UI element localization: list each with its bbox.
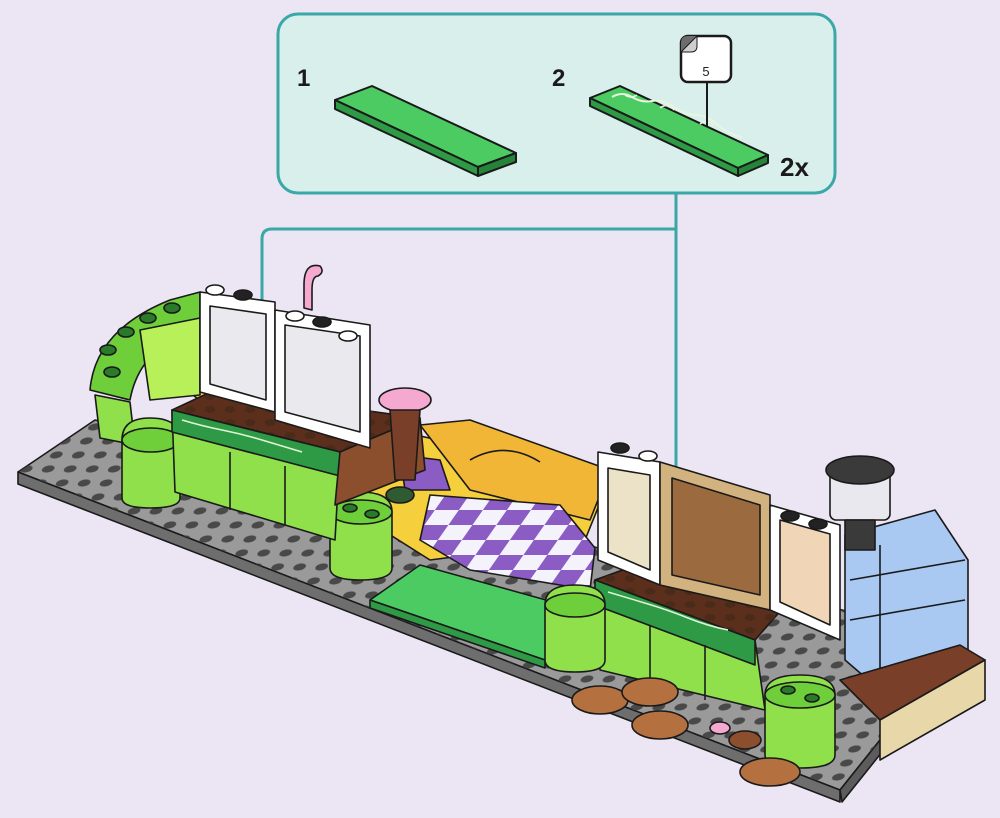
step-2-label: 2: [552, 65, 565, 92]
green-tile-1x6: [334, 85, 517, 177]
step-2-quantity: 2x: [780, 152, 809, 182]
sticker-icon: [679, 34, 733, 84]
right-brown-base: [839, 644, 986, 761]
green-tile-1x8-with-sticker: [589, 85, 769, 177]
pink-faucet: [303, 264, 323, 311]
step-1-label: 1: [297, 65, 310, 92]
espresso-machine: [825, 455, 969, 691]
pink-table: [378, 387, 432, 504]
left-round-bricks: [121, 417, 393, 581]
callout-box: 1 2 5 2x: [276, 12, 837, 195]
brown-rounded-bricks: [571, 677, 801, 787]
front-green-tile: [369, 564, 601, 669]
left-windows: [199, 284, 371, 449]
sticker-number: 5: [702, 64, 709, 79]
right-round-bricks: [544, 584, 836, 769]
right-windows: [597, 442, 841, 641]
lego-model: [17, 264, 986, 803]
